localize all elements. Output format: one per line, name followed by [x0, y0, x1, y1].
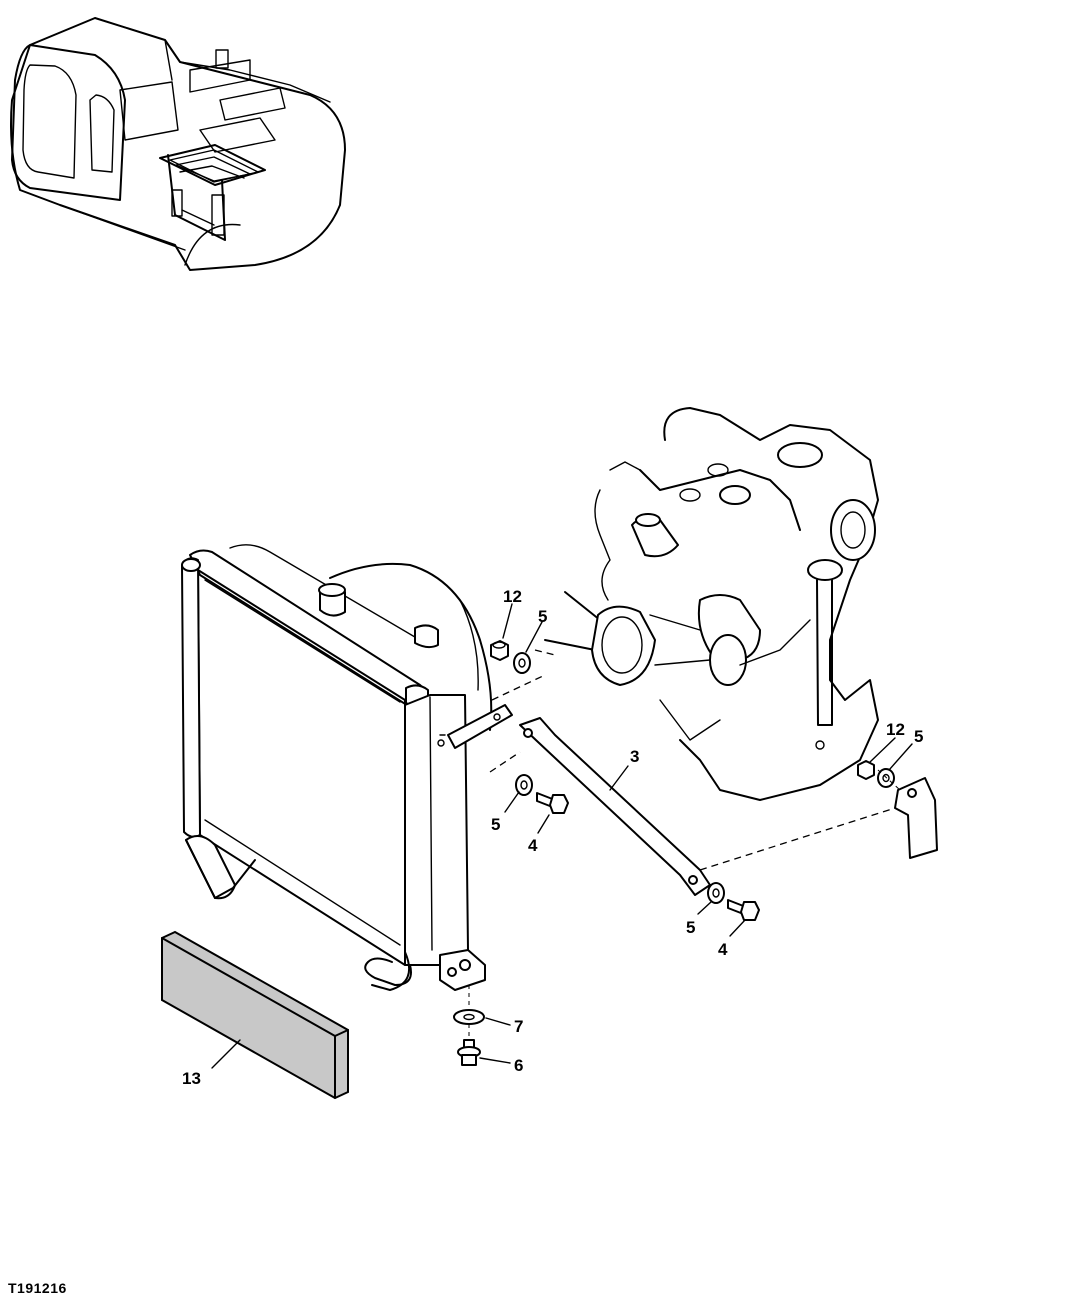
excavator-locator-view	[10, 17, 346, 271]
callout-12-upper: 12	[503, 587, 522, 606]
engine-block	[544, 407, 879, 801]
callout-labels: 12 5 3 5 4 12 5 5 4 7 6 13	[182, 587, 923, 1088]
callout-5-mid: 5	[491, 815, 500, 834]
callout-7: 7	[514, 1017, 523, 1036]
seal-part-13	[161, 930, 349, 1100]
callout-6: 6	[514, 1056, 523, 1075]
callout-5-right: 5	[914, 727, 923, 746]
assembly-lines	[468, 649, 901, 1038]
callout-12-right: 12	[886, 720, 905, 739]
callout-5-lower: 5	[686, 918, 695, 937]
fasteners	[453, 640, 895, 1066]
callout-3: 3	[630, 747, 639, 766]
callout-5-upper: 5	[538, 607, 547, 626]
engine-side-bracket	[894, 777, 938, 859]
callout-4-lower: 4	[718, 940, 728, 959]
radiator-assembly	[181, 544, 513, 991]
figure-id: T191216	[8, 1280, 67, 1296]
callout-13: 13	[182, 1069, 201, 1088]
callout-4-mid: 4	[528, 836, 538, 855]
leader-lines	[211, 603, 913, 1069]
